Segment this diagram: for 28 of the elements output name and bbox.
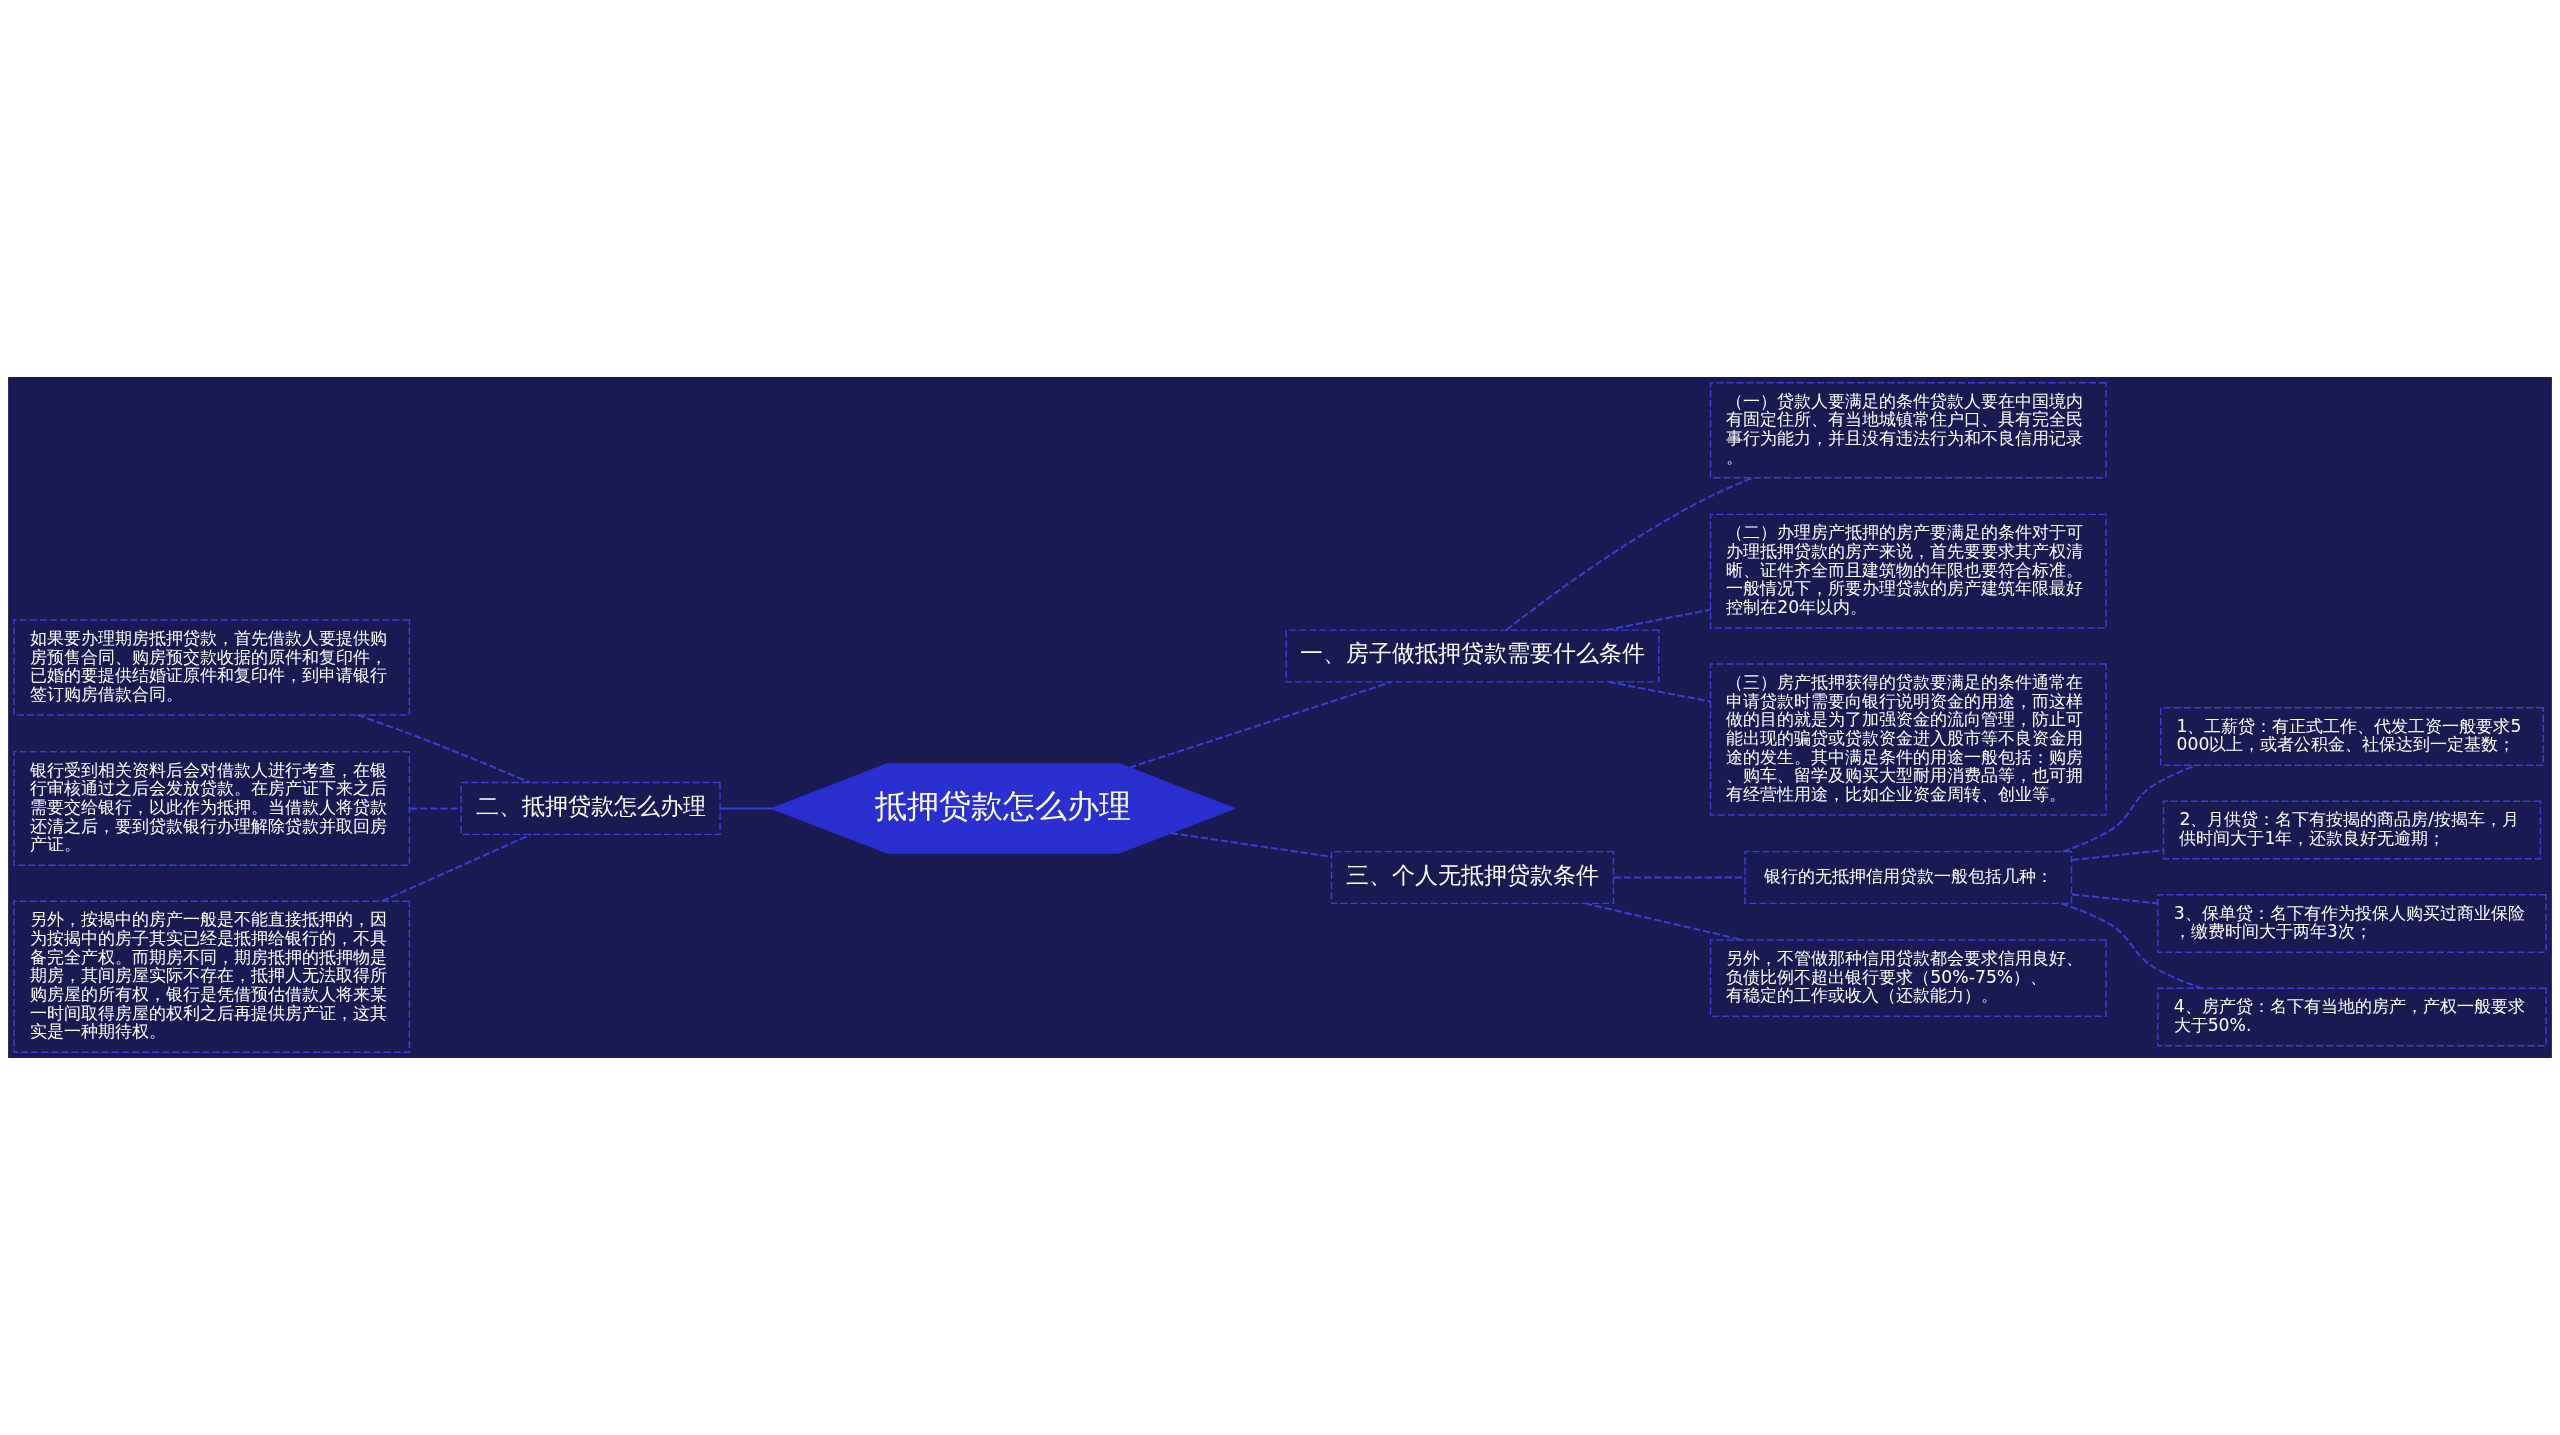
node-box: 二、抵押贷款怎么办理 xyxy=(460,781,721,836)
node-box: 一、房子做抵押贷款需要什么条件 xyxy=(1285,629,1660,683)
node-box: 如果要办理期房抵押贷款，首先借款人要提供购房预售合同、购房预交款收据的原件和复印件，已婚的要提供结婚证原件和复印件，到申请银行签订购房借款合同。 xyxy=(13,619,411,716)
connector xyxy=(1613,876,1745,879)
node-box: （三）房产抵押获得的贷款要满足的条件通常在申请贷款时需要向银行说明资金的用途，而这样做的目的就是为了加强资金的流向管理，防止可能出现的骗贷或贷款资金进入股市等不良资金用途的发生。其中满足条件的用途一般包括：购房、购车、留学及购买大型耐用消费品等，也可拥有经营性用途，比如企业资金周转、创业等。 xyxy=(1709,663,2107,816)
node-box: （一）贷款人要满足的条件贷款人要在中国境内有固定住所、有当地城镇常住户口、具有完全民事行为能力，并且没有违法行为和不良信用记录。 xyxy=(1709,382,2107,479)
connector xyxy=(2071,849,2164,862)
node-box: 另外，不管做那种信用贷款都会要求信用良好、负债比例不超出银行要求（50%-75%）、有稳定的工作或收入（还款能力）。 xyxy=(1709,939,2107,1017)
node-box: （二）办理房产抵押的房产要满足的条件对于可办理抵押贷款的房产来说，首先要要求其产权清晰、证件齐全而且建筑物的年限也要符合标准。一般情况下，所要办理贷款的房产建筑年限最好控制在20年以内。 xyxy=(1709,513,2107,629)
connector xyxy=(1129,681,1392,769)
node-box: 1、工薪贷：有正式工作、代发工资一般要求5000以上，或者公积金、社保达到一定基数； xyxy=(2160,707,2544,767)
connector xyxy=(2071,893,2158,905)
connector xyxy=(1505,476,1753,631)
connector xyxy=(409,807,461,810)
connector xyxy=(720,807,772,810)
node-box: 4、房产贷：名下有当地的房产，产权一般要求大于50%. xyxy=(2157,987,2547,1047)
node-box: 2、月供贷：名下有按揭的商品房/按揭车，月供时间大于1年，还款良好无逾期； xyxy=(2162,800,2542,860)
connector xyxy=(381,833,532,903)
connector xyxy=(1608,680,1711,703)
node-box: 3、保单贷：名下有作为投保人购买过商业保险，缴费时间大于两年3次； xyxy=(2157,894,2547,953)
node-box: 另外，按揭中的房产一般是不能直接抵押的，因为按揭中的房子其实已经是抵押给银行的，不具备完全产权。而期房不同，期房抵押的抵押物是期房，其间房屋实际不存在，抵押人无法取得所购房屋的所有权，银行是凭借预估借款人将来某一时间取得房屋的权利之后再提供房产证，这其实是一种期待权。 xyxy=(13,900,411,1053)
node-box: 三、个人无抵押贷款条件 xyxy=(1330,850,1615,905)
connector xyxy=(1170,832,1332,858)
connector xyxy=(1606,608,1711,632)
node-box: 银行的无抵押信用贷款一般包括几种： xyxy=(1744,850,2073,905)
node-box: 银行受到相关资料后会对借款人进行考查，在银行审核通过之后会发放贷款。在房产证下来之后需要交给银行，以此作为抵押。当借款人将贷款还清之后，要到贷款银行办理解除贷款并取回房产证。 xyxy=(13,750,411,866)
connector xyxy=(1585,902,1743,941)
connector xyxy=(2062,764,2197,853)
